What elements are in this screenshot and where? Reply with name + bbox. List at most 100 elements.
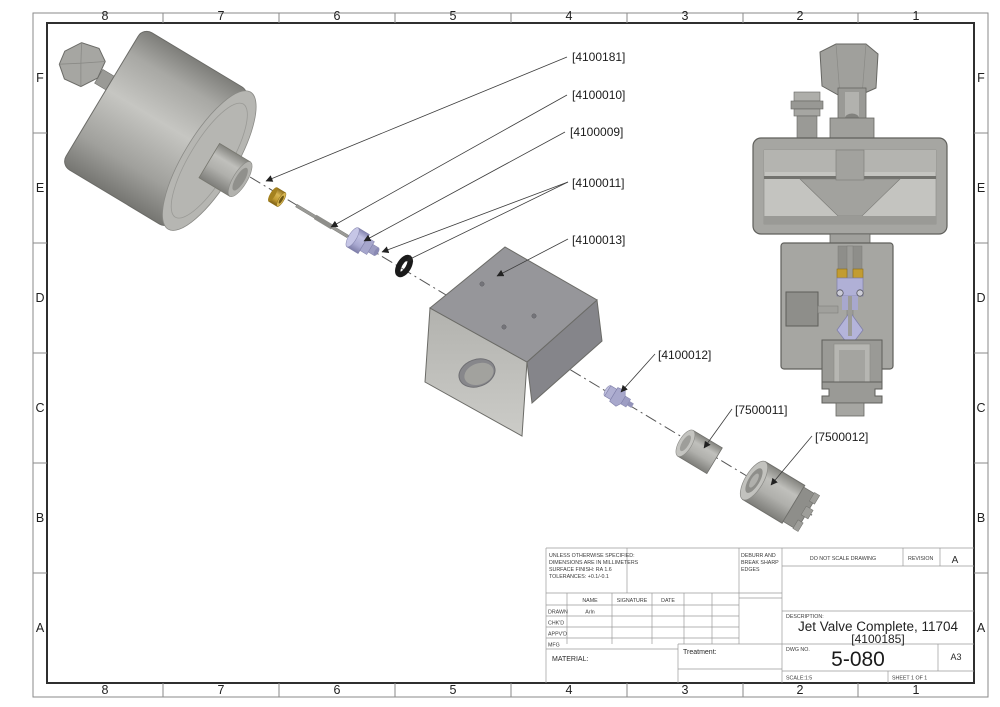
do-not-scale-note: DO NOT SCALE DRAWING — [810, 556, 876, 562]
grid-col-label: 7 — [218, 683, 225, 697]
grid-row-label: D — [35, 291, 44, 305]
grid-col-label: 5 — [450, 683, 457, 697]
row-label: CHK'D — [548, 621, 564, 627]
deburr-note: BREAK SHARP — [741, 560, 779, 566]
grid-ticks — [33, 13, 988, 697]
deburr-note: DEBURR AND — [741, 553, 776, 559]
grid-col-label: 1 — [913, 683, 920, 697]
title-block: UNLESS OTHERWISE SPECIFIED: DIMENSIONS A… — [545, 547, 974, 683]
grid-row-label: E — [977, 181, 985, 195]
material-label: MATERIAL: — [552, 656, 588, 663]
col-header-date: DATE — [661, 598, 675, 604]
nozzle-holder-4100009 — [345, 227, 380, 256]
treatment-label: Treatment: — [683, 649, 717, 656]
revision-label: REVISION — [908, 556, 933, 562]
grid-labels-top: 8 7 6 5 4 3 2 1 — [102, 9, 920, 23]
leader-line — [620, 353, 656, 393]
grid-row-label: A — [977, 621, 986, 635]
description-cell: DESCRIPTION: Jet Valve Complete, 11704 [… — [786, 614, 959, 646]
row-label: APPV'D — [548, 632, 567, 638]
col-header-name: NAME — [582, 598, 598, 604]
leader-line — [330, 94, 568, 228]
grid-col-label: 1 — [913, 9, 920, 23]
grid-col-label: 6 — [334, 683, 341, 697]
spec-note: TOLERANCES: +0.1/-0.1 — [549, 574, 609, 580]
nut-7500012 — [739, 460, 821, 532]
grid-row-label: B — [36, 511, 44, 525]
main-valve-body — [64, 30, 257, 231]
needle-4100010 — [295, 203, 349, 239]
part-label: [4100013] — [572, 233, 625, 247]
grid-row-label: D — [976, 291, 985, 305]
grid-col-label: 2 — [797, 9, 804, 23]
part-label: [4100181] — [572, 50, 625, 64]
grid-col-label: 4 — [566, 683, 573, 697]
border-grid: 8 7 6 5 4 3 2 1 8 7 6 5 4 3 2 1 F E D C … — [32, 9, 989, 698]
grid-col-label: 3 — [682, 9, 689, 23]
section-gold-seal — [836, 268, 848, 279]
spec-note: UNLESS OTHERWISE SPECIFIED: — [549, 553, 635, 559]
part-label: [4100009] — [570, 125, 623, 139]
grid-row-label: F — [36, 71, 44, 85]
scale-value: SCALE:1:5 — [786, 676, 812, 682]
grid-row-label: F — [977, 71, 985, 85]
grid-col-label: 7 — [218, 9, 225, 23]
exploded-view — [58, 30, 821, 532]
description-part-number: [4100185] — [851, 632, 904, 646]
spec-note: DIMENSIONS ARE IN MILLIMETERS — [549, 560, 639, 566]
approval-table: NAME SIGNATURE DATE DRAWN Arln CHK'D APP… — [548, 598, 675, 649]
leader-line — [381, 181, 569, 253]
leader-line — [265, 56, 568, 182]
description-title: Jet Valve Complete, 11704 — [798, 619, 959, 634]
grid-row-label: C — [35, 401, 44, 415]
fitting-4100012 — [603, 385, 634, 408]
dwg-no-value: 5-080 — [831, 648, 885, 671]
spacer-7500011 — [675, 429, 723, 475]
leader-line — [770, 435, 813, 486]
dwg-no-label: DWG NO. — [786, 647, 810, 653]
grid-labels-bottom: 8 7 6 5 4 3 2 1 — [102, 683, 920, 697]
grid-col-label: 5 — [450, 9, 457, 23]
grid-labels-left: F E D C B A — [35, 71, 44, 635]
row-label: MFG — [548, 643, 560, 649]
grid-col-label: 8 — [102, 683, 109, 697]
grid-col-label: 4 — [566, 9, 573, 23]
col-header-signature: SIGNATURE — [617, 598, 648, 604]
grid-col-label: 2 — [797, 683, 804, 697]
row-label: DRAWN — [548, 610, 568, 616]
grid-col-label: 6 — [334, 9, 341, 23]
part-label: [7500012] — [815, 430, 868, 444]
grid-labels-right: F E D C B A — [976, 71, 985, 635]
drawn-by-name: Arln — [585, 610, 594, 616]
leader-line — [703, 408, 733, 449]
grid-row-label: C — [976, 401, 985, 415]
dwg-no-cell: DWG NO. 5-080 A3 — [786, 647, 962, 671]
part-labels: [4100181] [4100010] [4100009] [4100011] … — [570, 50, 868, 444]
valve-block-4100013 — [424, 246, 603, 437]
sheet-value: SHEET 1 OF 1 — [892, 676, 927, 682]
seal-ring-4100181 — [268, 187, 287, 207]
leader-line — [405, 181, 569, 262]
spec-note: SURFACE FINISH: RA 1.6 — [549, 567, 612, 573]
part-label: [4100011] — [572, 176, 625, 190]
grid-row-label: A — [36, 621, 45, 635]
grid-row-label: B — [977, 511, 985, 525]
spec-notes-cell: UNLESS OTHERWISE SPECIFIED: DIMENSIONS A… — [549, 553, 639, 580]
section-gold-seal — [852, 268, 864, 279]
part-label: [4100010] — [572, 88, 625, 102]
description-label: DESCRIPTION: — [786, 614, 824, 620]
part-label: [7500011] — [735, 403, 788, 417]
sheet-size: A3 — [950, 652, 961, 662]
grid-col-label: 3 — [682, 683, 689, 697]
section-view — [752, 43, 948, 417]
leader-line — [496, 238, 569, 277]
leader-lines — [265, 56, 813, 486]
deburr-cell: DEBURR AND BREAK SHARP EDGES — [741, 553, 779, 573]
block-port-hole — [458, 358, 496, 388]
grid-col-label: 8 — [102, 9, 109, 23]
grid-row-label: E — [36, 181, 44, 195]
title-block-lines — [545, 547, 974, 683]
revision-value: A — [952, 555, 959, 566]
